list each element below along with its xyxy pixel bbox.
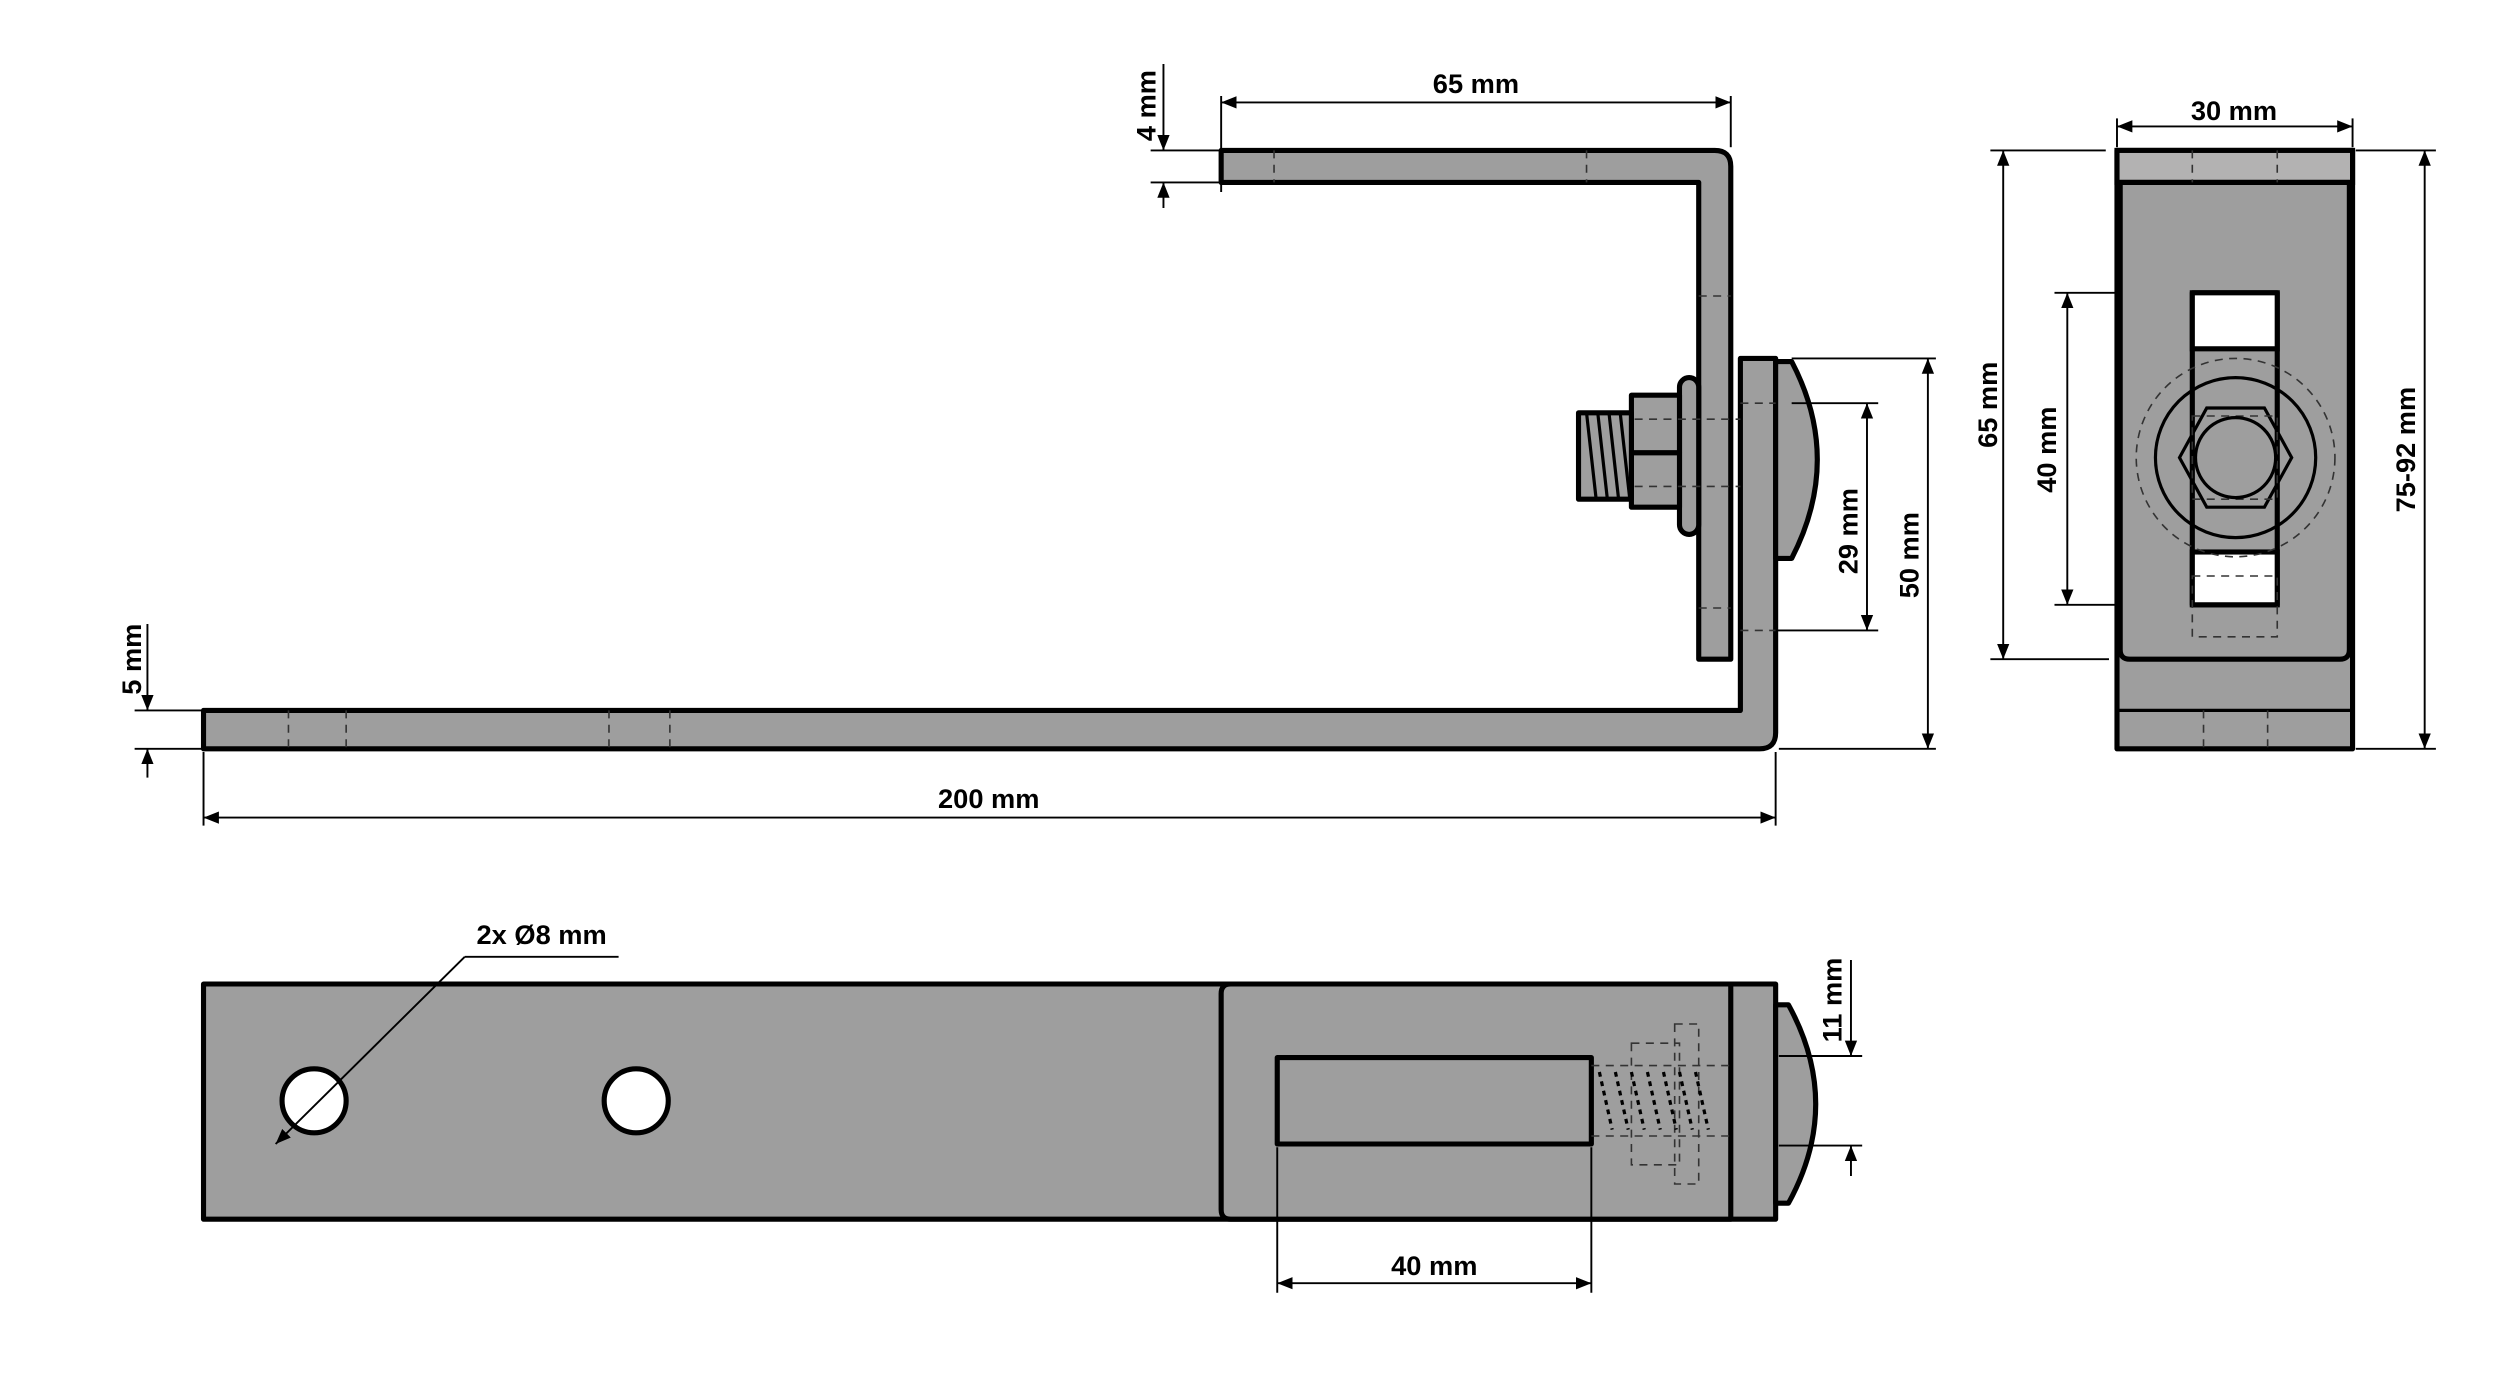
bolt-head — [1773, 1002, 1819, 1206]
side-view: 65 mm 4 mm 5 mm 200 mm 29 mm 50 mm — [116, 64, 1936, 826]
dim-bottom-length: 200 mm — [938, 783, 1039, 814]
dim-inner-height: 65 mm — [1972, 362, 2003, 448]
hex-nut — [2177, 406, 2294, 509]
bottom-plate — [200, 355, 1779, 752]
dim-width: 30 mm — [2191, 95, 2277, 126]
mount-hole — [279, 1066, 349, 1136]
washer — [2153, 376, 2318, 540]
dim-top-length: 65 mm — [1433, 68, 1519, 99]
dim-top-thickness: 4 mm — [1130, 70, 1161, 141]
mount-hole — [601, 1066, 671, 1136]
dim-slot-length: 40 mm — [1391, 1250, 1477, 1281]
dim-slot: 40 mm — [2031, 407, 2062, 493]
nut-lower — [1628, 450, 1683, 510]
dim-holes: 2x Ø8 mm — [477, 919, 607, 950]
bolt — [2193, 416, 2278, 500]
dim-bottom-thickness: 5 mm — [116, 624, 147, 695]
bolt-head — [1773, 359, 1820, 561]
dim-bolt-width: 11 mm — [1816, 958, 1847, 1043]
washer — [1676, 375, 1702, 537]
nut-upper — [1628, 392, 1683, 456]
dim-total-height: 75-92 mm — [2390, 387, 2421, 512]
front-view: 30 mm 65 mm 40 mm 75-92 mm — [1972, 95, 2436, 752]
dim-height: 50 mm — [1893, 512, 1924, 598]
bottom-view: 2x Ø8 mm 40 mm 11 mm — [200, 919, 1863, 1293]
slot — [1274, 1055, 1594, 1147]
dim-bolt-spacing: 29 mm — [1832, 488, 1863, 574]
